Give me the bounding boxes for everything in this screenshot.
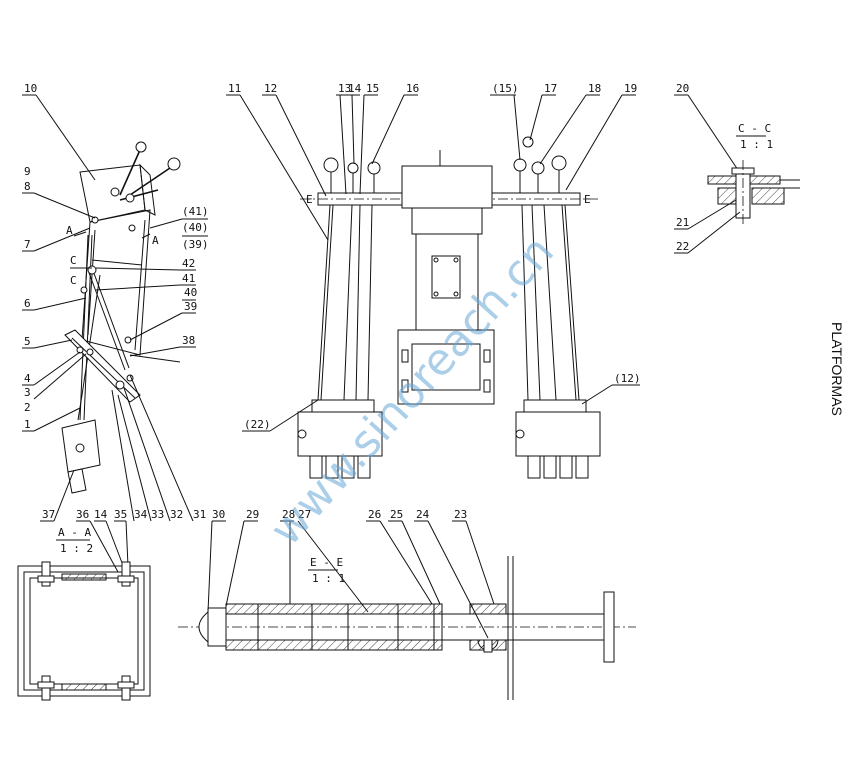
section-e-e-labels: 29 28 27 26 25 24 23 [207,508,495,639]
front-view-assembly: E E [297,136,601,479]
label-31: 31 [193,508,206,521]
section-c-c-title: C - C [738,122,771,135]
section-e-e: E - E 1 : 1 [178,556,636,700]
label-23: 23 [454,508,467,521]
label-16: 16 [406,82,419,95]
label-19: 19 [624,82,637,95]
label-29: 29 [246,508,259,521]
label-39-paren: (39) [182,238,209,251]
section-c-c-scale: 1 : 1 [740,138,773,151]
label-14-top: 14 [348,82,362,95]
label-25: 25 [390,508,403,521]
side-title: PLATFORMAS [829,322,845,416]
label-8: 8 [24,180,31,193]
label-27: 27 [298,508,311,521]
label-41: 41 [182,272,195,285]
section-a-a-title: A - A [58,526,91,539]
section-mark-e-left: E [306,193,313,206]
label-38: 38 [182,334,195,347]
label-30: 30 [212,508,225,521]
label-18: 18 [588,82,601,95]
label-11: 11 [228,82,241,95]
label-24: 24 [416,508,430,521]
section-mark-c-bottom: C [70,274,77,287]
section-e-e-title: E - E [310,556,343,569]
section-mark-a-left: A [66,224,73,237]
label-7: 7 [24,238,31,251]
center-part-labels: 11 12 13 14 15 16 (15) 17 18 19 (22) (12… [226,82,641,432]
label-41-paren: (41) [182,205,209,218]
label-42: 42 [182,257,195,270]
label-26: 26 [368,508,381,521]
label-1: 1 [24,418,31,431]
label-40: 40 [184,286,197,299]
label-15-paren: (15) [492,82,519,95]
label-34: 34 [134,508,148,521]
label-21: 21 [676,216,689,229]
section-c-c: 20 C - C 1 : 1 21 22 [674,82,800,254]
label-22-paren: (22) [244,418,271,431]
label-22: 22 [676,240,689,253]
label-36: 36 [76,508,89,521]
label-12: 12 [264,82,277,95]
section-a-a-scale: 1 : 2 [60,542,93,555]
label-33: 33 [151,508,164,521]
label-40-paren: (40) [182,221,209,234]
label-12-paren: (12) [614,372,641,385]
label-6: 6 [24,297,31,310]
label-5: 5 [24,335,31,348]
label-3: 3 [24,386,31,399]
watermark: www.sinoreach.cn [260,226,564,555]
label-37: 37 [42,508,55,521]
section-a-a: A - A 1 : 2 [17,520,151,701]
label-9: 9 [24,165,31,178]
label-2: 2 [24,401,31,414]
label-32: 32 [170,508,183,521]
label-35: 35 [114,508,127,521]
label-20: 20 [676,82,689,95]
section-mark-c-top: C [70,254,77,267]
side-view-assembly [61,141,181,494]
section-mark-e-right: E [584,193,591,206]
label-10: 10 [24,82,37,95]
label-4: 4 [24,372,31,385]
label-28: 28 [282,508,295,521]
label-13: 13 [338,82,351,95]
label-17: 17 [544,82,557,95]
left-part-labels: 10 9 8 7 A A C C 6 5 4 3 2 1 (41) (40) [22,82,225,522]
section-e-e-scale: 1 : 1 [312,572,345,585]
label-14: 14 [94,508,108,521]
label-15: 15 [366,82,379,95]
label-39: 39 [184,300,197,313]
section-mark-a-right: A [152,234,159,247]
